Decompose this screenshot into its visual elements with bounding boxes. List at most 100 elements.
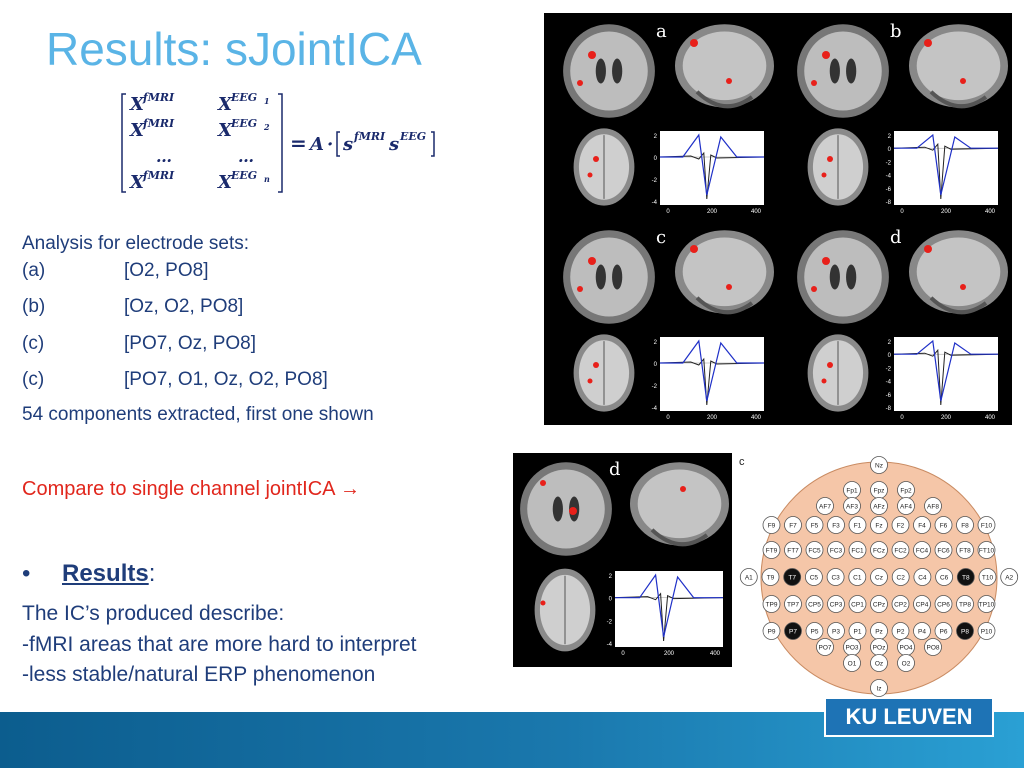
electrode-c1: C1 — [848, 568, 867, 586]
electrode-fc1: FC1 — [848, 541, 867, 559]
svg-text:-2: -2 — [607, 619, 613, 625]
electrode-tp9: TP9 — [762, 595, 781, 613]
electrode-c5: C5 — [805, 568, 823, 586]
electrode-p10: P10 — [977, 622, 996, 640]
ic-point-1: -fMRI areas that are more hard to interp… — [22, 633, 417, 656]
analysis-heading: Analysis for electrode sets: — [22, 233, 250, 254]
electrode-t10: T10 — [978, 568, 997, 586]
svg-text:-2: -2 — [886, 160, 892, 166]
svg-text:AF4: AF4 — [900, 504, 912, 511]
electrode-ft8: FT8 — [956, 541, 974, 559]
svg-text:-4: -4 — [886, 380, 892, 386]
svg-text:-8: -8 — [886, 406, 892, 412]
svg-text:AF3: AF3 — [846, 504, 858, 511]
ic-intro: The IC’s produced describe: — [22, 602, 285, 625]
svg-text:Oz: Oz — [875, 661, 883, 668]
electrode-fp1: Fp1 — [843, 481, 861, 499]
svg-text:F10: F10 — [981, 523, 993, 530]
svg-text:400: 400 — [985, 415, 996, 421]
electrode-tp8: TP8 — [956, 595, 974, 613]
svg-text:2: 2 — [888, 340, 892, 346]
formula-matrix: X fMRI X EEG 1 X fMRI X EEG 2 … … X fMRI… — [129, 91, 270, 193]
svg-text:200: 200 — [941, 415, 952, 421]
electrode-af7: AF7 — [816, 497, 834, 515]
svg-text:C4: C4 — [918, 575, 927, 582]
svg-text:O2: O2 — [902, 661, 911, 668]
electrode-o1: O1 — [843, 654, 861, 672]
svg-text:Cz: Cz — [875, 575, 883, 582]
electrode-f6: F6 — [934, 516, 953, 534]
electrode-po3: PO3 — [843, 638, 861, 656]
svg-text:F2: F2 — [897, 523, 905, 530]
electrode-cp6: CP6 — [934, 595, 953, 613]
svg-text:TP9: TP9 — [766, 602, 778, 609]
svg-text:C2: C2 — [897, 575, 906, 582]
svg-text:FC4: FC4 — [916, 548, 929, 555]
svg-text:400: 400 — [710, 651, 721, 657]
svg-text:0: 0 — [888, 353, 892, 359]
electrode-p9: P9 — [762, 622, 781, 640]
results-bullet: •Results: — [22, 560, 156, 587]
compare-text: Compare to single channel jointICA → — [22, 478, 360, 500]
electrode-f9: F9 — [762, 516, 781, 534]
ic-point-2: -less stable/natural ERP phenomenon — [22, 663, 376, 686]
svg-text:FC3: FC3 — [830, 548, 843, 555]
svg-text:F3: F3 — [832, 523, 840, 530]
svg-text:FT7: FT7 — [787, 548, 799, 555]
electrode-f8: F8 — [956, 516, 974, 534]
electrode-f7: F7 — [784, 516, 802, 534]
svg-text:-2: -2 — [652, 384, 658, 390]
svg-text:Fpz: Fpz — [874, 488, 885, 495]
svg-text:200: 200 — [707, 415, 718, 421]
electrode-cp4: CP4 — [913, 595, 931, 613]
electrode-p1: P1 — [848, 622, 867, 640]
electrode-c4: C4 — [913, 568, 932, 586]
svg-text:P2: P2 — [897, 629, 905, 636]
svg-text:400: 400 — [985, 209, 996, 215]
electrode-f3: F3 — [827, 516, 845, 534]
components-note: 54 components extracted, first one shown — [22, 404, 374, 425]
electrode-c2: C2 — [891, 568, 910, 586]
electrode-ft7: FT7 — [784, 541, 802, 559]
formula-cell: EEG — [230, 91, 257, 104]
electrode-tp10: TP10 — [977, 595, 996, 613]
formula-cell: EEG — [230, 117, 257, 130]
eeg-figure-label: c — [739, 456, 745, 468]
svg-text:0: 0 — [666, 209, 670, 215]
electrode-f1: F1 — [848, 516, 867, 534]
svg-text:T7: T7 — [788, 575, 796, 582]
svg-text:Iz: Iz — [876, 686, 881, 693]
panel-label: a — [656, 21, 667, 42]
electrode-p3: P3 — [827, 622, 845, 640]
formula-cell: fMRI — [142, 91, 175, 104]
svg-text:0: 0 — [900, 209, 904, 215]
svg-text:Fz: Fz — [875, 523, 882, 530]
svg-text:PO8: PO8 — [926, 645, 939, 652]
electrode-cp2: CP2 — [891, 595, 910, 613]
set-row: (b)[Oz, O2, PO8] — [22, 296, 244, 317]
svg-text:-8: -8 — [886, 200, 892, 206]
formula-cell: X — [129, 94, 145, 115]
formula: X fMRI X EEG 1 X fMRI X EEG 2 … … X fMRI… — [121, 91, 435, 193]
svg-text:P1: P1 — [854, 629, 862, 636]
formula-cell: 1 — [264, 96, 270, 106]
electrode-cp1: CP1 — [848, 595, 867, 613]
svg-text:0: 0 — [888, 147, 892, 153]
electrode-ft10: FT10 — [977, 541, 996, 559]
svg-text:Fp2: Fp2 — [900, 488, 912, 495]
electrode-p5: P5 — [805, 622, 824, 640]
formula-rhs: = A · s fMRI s EEG — [290, 130, 435, 157]
electrode-po8: PO8 — [924, 638, 942, 656]
formula-cell: … — [238, 147, 254, 166]
electrode-fc6: FC6 — [934, 541, 953, 559]
panel-label: c — [656, 227, 666, 248]
svg-text:POz: POz — [873, 645, 886, 652]
svg-text:-4: -4 — [652, 200, 658, 206]
svg-text:0: 0 — [621, 651, 625, 657]
set-row: (c)[PO7, O1, Oz, O2, PO8] — [22, 369, 328, 390]
svg-text:-6: -6 — [886, 187, 892, 193]
svg-text:AF8: AF8 — [927, 504, 939, 511]
